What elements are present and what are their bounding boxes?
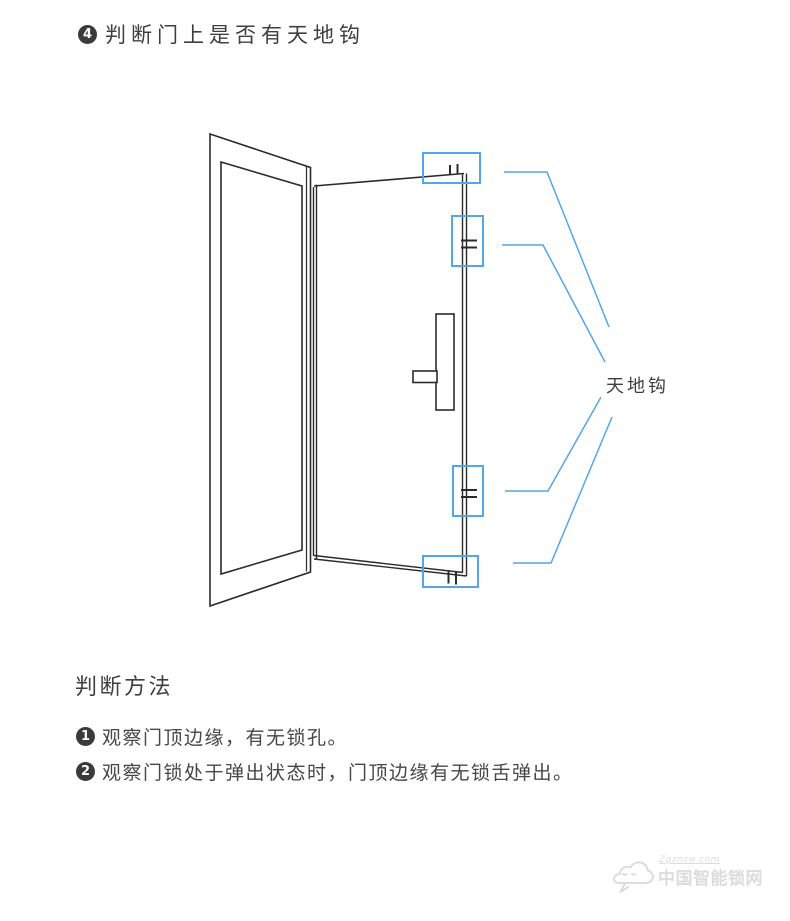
method-item-1: 1 观察门顶边缘，有无锁孔。 bbox=[76, 723, 348, 750]
method-item-2-text: 观察门锁处于弹出状态时，门顶边缘有无锁舌弹出。 bbox=[102, 762, 574, 784]
highlight-box-lower-side bbox=[452, 465, 484, 517]
callout-line-bottom bbox=[513, 416, 613, 564]
method-item-2: 2 观察门锁处于弹出状态时，门顶边缘有无锁舌弹出。 bbox=[76, 758, 574, 785]
method-item-1-badge: 1 bbox=[76, 727, 95, 746]
callout-line-lower bbox=[505, 396, 602, 492]
highlight-box-top bbox=[422, 152, 481, 184]
step-number-badge: 4 bbox=[78, 24, 97, 44]
highlight-box-bottom bbox=[422, 555, 479, 588]
callout-line-upper bbox=[502, 244, 606, 363]
method-item-1-text: 观察门顶边缘，有无锁孔。 bbox=[102, 727, 349, 749]
callout-line-top bbox=[504, 171, 610, 328]
watermark-site-url: Zgznsw.com bbox=[659, 855, 720, 865]
door-handle bbox=[412, 313, 455, 411]
method-item-2-badge: 2 bbox=[76, 762, 95, 781]
bolt-marks bbox=[447, 164, 477, 585]
callout-label: 天地钩 bbox=[606, 376, 669, 397]
method-heading: 判断方法 bbox=[75, 675, 174, 700]
highlight-box-upper-side bbox=[451, 215, 484, 267]
watermark-site-name: 中国智能锁网 bbox=[658, 869, 763, 889]
step-header: 4 判断门上是否有天地钩 bbox=[78, 19, 365, 49]
step-title: 判断门上是否有天地钩 bbox=[105, 23, 365, 47]
cloud-logo-icon bbox=[613, 861, 654, 893]
door-frame bbox=[209, 132, 312, 608]
watermark: Zgznsw.com 中国智能锁网 bbox=[608, 844, 790, 904]
